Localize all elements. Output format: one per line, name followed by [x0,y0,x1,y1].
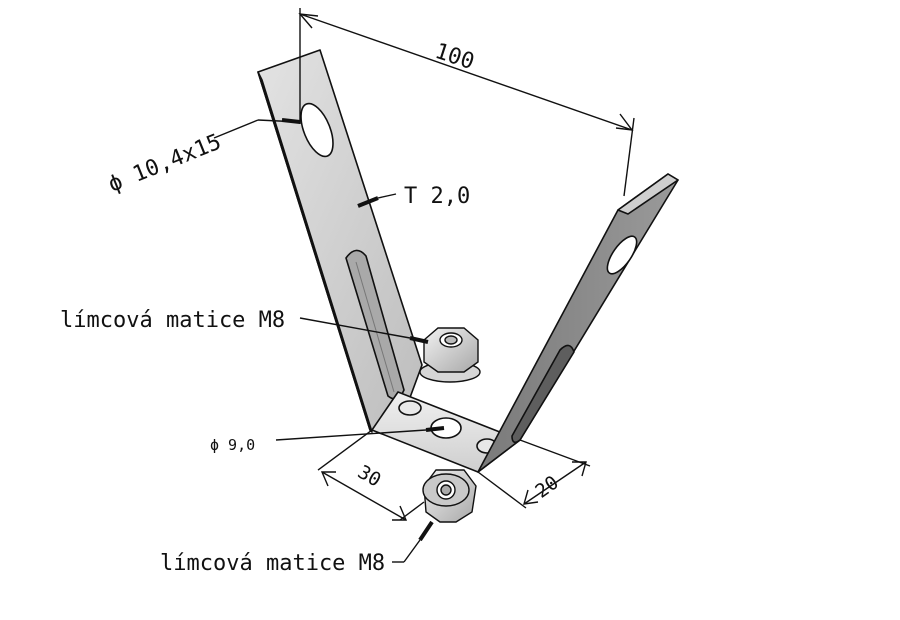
left-arm [257,49,423,433]
dimension-30 [317,429,425,521]
dimension-30-label: 30 [354,461,385,491]
nut-upper-leader [299,317,429,344]
right-upper-slot [606,235,638,275]
upper-slot [300,102,334,158]
right-arm [477,173,679,473]
nut-lower-leader [392,520,434,563]
slot-label: ϕ 10,4x15 [105,130,225,198]
base-plate [371,391,521,473]
dimension-20-label: 20 [531,472,562,503]
dimension-100-label: 100 [432,39,478,75]
nut-upper-label: límcová matice M8 [60,308,285,333]
nut-lower-label: límcová matice M8 [160,551,385,576]
thickness-label: T 2,0 [404,184,470,209]
long-slot-left-arm [345,249,405,400]
lower-nut [422,469,477,523]
hole-leader [275,426,445,441]
dimension-100 [298,8,635,197]
thickness-leader [357,193,397,208]
upper-nut [419,327,481,383]
dimension-20 [477,439,591,509]
slot-leader [213,118,301,139]
hole-label: ϕ 9,0 [210,436,255,454]
